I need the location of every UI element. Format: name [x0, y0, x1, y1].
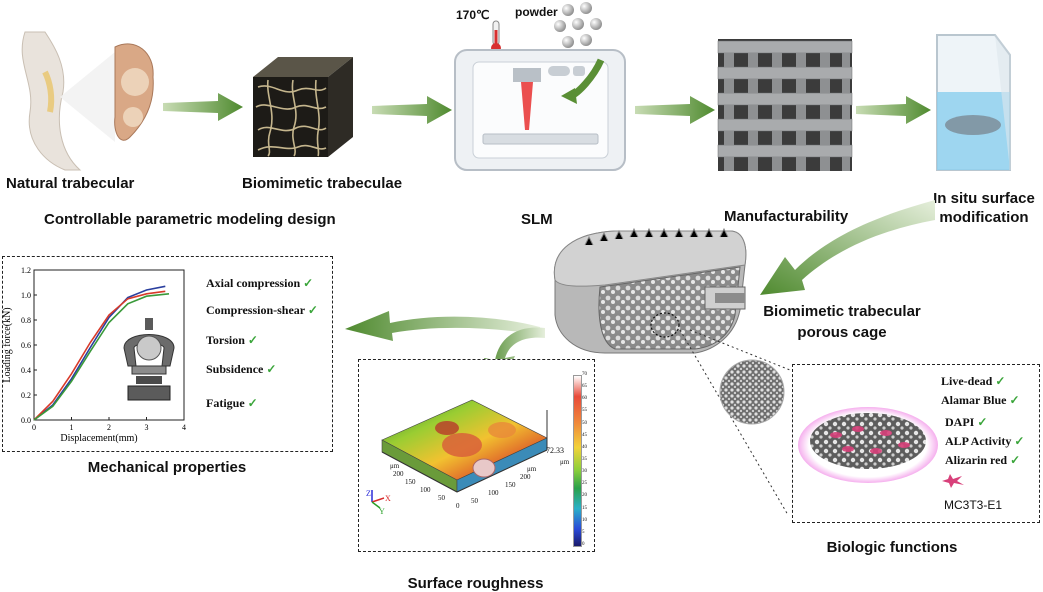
manufacturability-image [717, 39, 853, 171]
y-tick-label: 0.2 [21, 391, 31, 400]
surface-axis-unit-left: μm [390, 462, 400, 470]
cell-icon [942, 474, 964, 488]
flow-arrow-1 [163, 93, 243, 121]
zoom-lines [679, 329, 791, 516]
surface-axis-tick-50-left: 50 [438, 494, 445, 502]
porous-zoom-circle [719, 359, 785, 425]
colorbar-tick-label: 0 [582, 542, 585, 547]
culture-dish-illustration [798, 407, 938, 483]
biologic-title: Biologic functions [826, 539, 958, 556]
mech-item-fatigue: Fatigue ✓ [206, 396, 258, 410]
x-tick-label: 4 [182, 423, 186, 432]
series-line-2 [33, 290, 166, 421]
surface-axis-y: Y [379, 507, 385, 516]
colorbar-tick-label: 25 [582, 481, 587, 487]
colorbar-tick-label: 50 [582, 420, 587, 426]
manufacturability-label: Manufacturability [724, 208, 849, 225]
surface-axis-tick-50-right: 50 [471, 497, 478, 505]
test-fixture-illustration [123, 318, 175, 401]
series-line-3 [33, 293, 170, 421]
colorbar-tick-label: 35 [582, 457, 587, 462]
temperature-label: 170℃ [456, 8, 490, 22]
powder-label: powder [515, 5, 558, 19]
flow-arrow-to-cage [760, 200, 935, 295]
series-line-1 [33, 285, 166, 421]
y-tick-label: 1.0 [21, 291, 31, 300]
surface-axis-tick-100-right: 100 [488, 489, 499, 497]
slm-printer-illustration [454, 49, 626, 171]
colorbar-tick-label: 5 [582, 529, 585, 535]
loading-force-chart: 0.0 0.2 0.4 0.6 0.8 1.0 1.2 0 1 2 3 4Displacement(m… [2, 266, 186, 444]
in-situ-beaker-illustration [936, 34, 1011, 171]
in-situ-label-line1: In situ surface [933, 190, 1035, 207]
colorbar-tick-label: 70 [582, 372, 587, 377]
surface-3d-plot [371, 399, 548, 509]
bio-item-dapi: DAPI ✓ [945, 415, 988, 429]
colorbar-tick-label: 15 [582, 505, 587, 511]
bio-item-alamar-blue: Alamar Blue ✓ [941, 393, 1020, 407]
mech-item-axial-compression: Axial compression ✓ [206, 276, 314, 290]
y-tick-label: 0.4 [21, 366, 31, 375]
mech-item-torsion: Torsion ✓ [206, 333, 258, 347]
surface-axis-tick-100-left: 100 [420, 486, 431, 494]
surface-axis-x: X [385, 494, 391, 503]
natural-trabecular-illustration [21, 31, 154, 171]
colorbar-tick-label: 40 [582, 444, 587, 450]
flow-arrow-2 [372, 96, 452, 124]
colorbar-tick-label: 55 [582, 408, 587, 414]
natural-trabecular-label: Natural trabecular [6, 175, 135, 192]
x-tick-label: 2 [107, 423, 111, 432]
modeling-design-label: Controllable parametric modeling design [44, 211, 336, 228]
powder-particles [554, 2, 602, 48]
surface-axis-tick-200-left: 200 [393, 470, 404, 478]
flow-arrow-to-mechanical [345, 311, 540, 341]
in-situ-label-line2: modification [939, 209, 1029, 226]
thermometer-icon [491, 20, 501, 53]
colorbar-tick-label: 30 [582, 469, 587, 475]
surface-axis-tick-200-right: 200 [520, 473, 531, 481]
biomimetic-trabeculae-cube [253, 57, 353, 157]
mech-item-subsidence: Subsidence ✓ [206, 362, 277, 376]
x-tick-label: 3 [145, 423, 149, 432]
cage-label-line1: Biomimetic trabecular [763, 303, 921, 320]
porous-cage-illustration [553, 227, 747, 354]
surface-axis-tick-150-right: 150 [505, 481, 516, 489]
surface-peak-value: 72.33 [546, 446, 564, 455]
surface-colorbar-unit: μm [560, 458, 570, 466]
surface-colorbar [573, 375, 582, 547]
colorbar-tick-label: 65 [582, 384, 587, 390]
bio-item-live-dead: Live-dead ✓ [941, 374, 1006, 388]
slm-label: SLM [521, 211, 553, 228]
colorbar-tick-label: 20 [582, 493, 587, 499]
flow-arrow-3 [635, 96, 715, 124]
colorbar-tick-label: 60 [582, 396, 587, 402]
bio-item-alizarin-red: Alizarin red ✓ [945, 453, 1021, 467]
colorbar-tick-label: 10 [582, 517, 587, 523]
surface-axis-unit-right: μm [527, 465, 537, 473]
cage-label-line2: porous cage [797, 324, 887, 341]
y-tick-label: 1.2 [21, 266, 31, 275]
cell-line-label: MC3T3-E1 [944, 498, 1003, 512]
y-tick-label: 0.0 [21, 416, 31, 425]
y-tick-label: 0.8 [21, 316, 31, 325]
mech-item-compression-shear: Compression-shear ✓ [206, 303, 318, 317]
x-tick-label: 1 [70, 423, 74, 432]
surface-axis-z: Z [366, 489, 371, 498]
colorbar-tick-label: 45 [582, 432, 587, 438]
x-axis-label: Displacement(mm) [60, 433, 137, 444]
mechanical-title: Mechanical properties [87, 459, 247, 476]
surface-title: Surface roughness [407, 575, 544, 592]
y-axis-label: Loading force(kN) [2, 307, 13, 382]
x-tick-label: 0 [32, 423, 36, 432]
surface-axis-tick-150-left: 150 [405, 478, 416, 486]
flow-arrow-4 [856, 96, 931, 124]
biomimetic-trabeculae-label: Biomimetic trabeculae [242, 175, 403, 192]
axis-triad [371, 490, 385, 509]
bio-item-alp-activity: ALP Activity ✓ [945, 434, 1025, 448]
y-tick-label: 0.6 [21, 341, 31, 350]
surface-axis-tick-0: 0 [456, 502, 460, 510]
